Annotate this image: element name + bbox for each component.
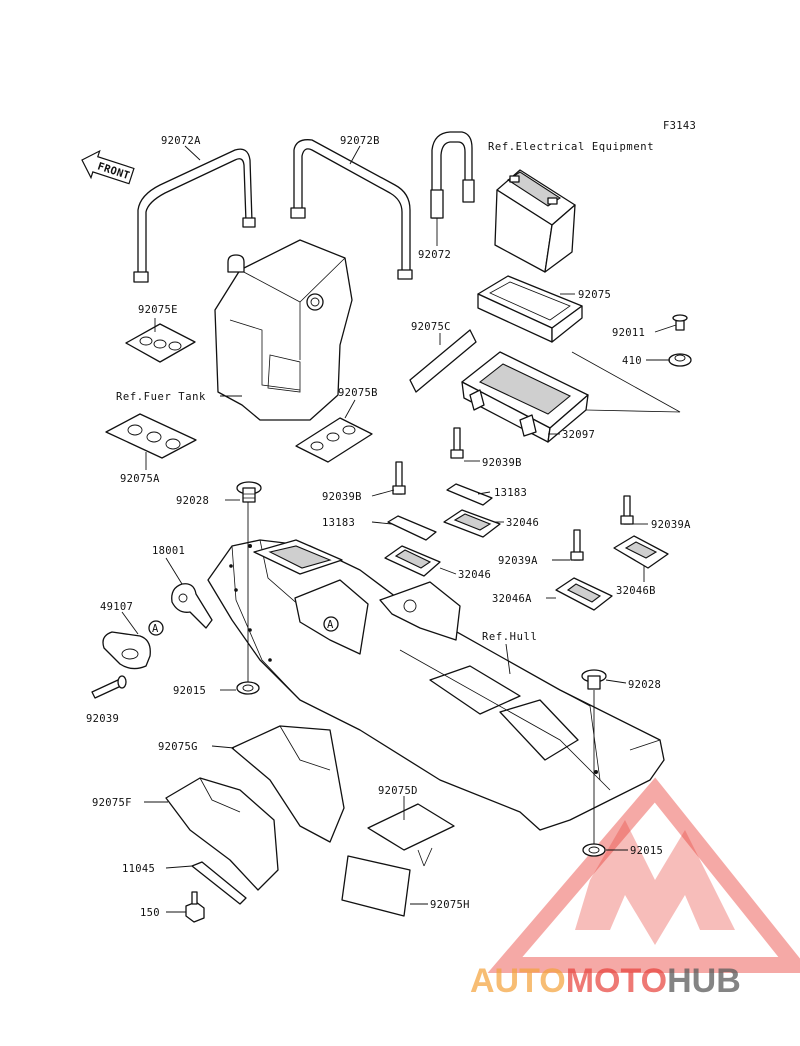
bolt-92039 bbox=[91, 675, 127, 699]
label-49107: 49107 bbox=[100, 601, 133, 613]
label-92075: 92075 bbox=[578, 289, 611, 301]
label-150: 150 bbox=[140, 907, 160, 919]
label-18001: 18001 bbox=[152, 545, 185, 557]
strap-92072a bbox=[133, 148, 256, 283]
watermark-triangle-icon bbox=[487, 777, 800, 973]
callout-a-1-label: A bbox=[152, 623, 159, 635]
svg-text:AUTOMOTOHUB: AUTOMOTOHUB bbox=[470, 962, 741, 1000]
nut-92015-1 bbox=[236, 681, 260, 695]
label-92075c: 92075C bbox=[411, 321, 451, 333]
label-32046b: 32046B bbox=[616, 585, 656, 597]
label-92075a: 92075A bbox=[120, 473, 160, 485]
label-92028-2: 92028 bbox=[628, 679, 661, 691]
watermark-text-auto: AUTO bbox=[470, 962, 566, 1000]
bolt-92039b-2 bbox=[392, 461, 406, 495]
bracket-32046b bbox=[613, 535, 669, 569]
watermark-inner-m-icon bbox=[575, 820, 735, 945]
callout-a-2-label: A bbox=[327, 619, 334, 631]
ref-electrical: Ref.Electrical Equipment bbox=[488, 141, 654, 153]
label-92039a-1: 92039A bbox=[651, 519, 691, 531]
pad-92075f bbox=[165, 777, 279, 891]
bracket-13183-1 bbox=[446, 483, 493, 506]
label-32046-2: 32046 bbox=[458, 569, 491, 581]
label-92039a-2: 92039A bbox=[498, 555, 538, 567]
bracket-32046-2 bbox=[384, 545, 441, 577]
label-92072b: 92072B bbox=[340, 135, 380, 147]
pad-92075a bbox=[105, 413, 197, 459]
bolt-92039a-1 bbox=[570, 529, 584, 561]
label-32097: 32097 bbox=[562, 429, 595, 441]
part-49107 bbox=[102, 631, 151, 670]
label-92039: 92039 bbox=[86, 713, 119, 725]
label-92075g: 92075G bbox=[158, 741, 198, 753]
label-92075f: 92075F bbox=[92, 797, 132, 809]
label-92028-1: 92028 bbox=[176, 495, 209, 507]
hull bbox=[207, 539, 665, 831]
bolt-92039b-1 bbox=[450, 427, 464, 459]
callout-a-2: A bbox=[323, 616, 339, 632]
callout-a-1: A bbox=[148, 620, 164, 636]
front-arrow-icon: FRONT bbox=[81, 149, 135, 185]
label-92075e: 92075E bbox=[138, 304, 178, 316]
label-92072a: 92072A bbox=[161, 135, 201, 147]
pad-92075d bbox=[367, 803, 455, 851]
battery-pad-92075 bbox=[477, 275, 583, 343]
ref-hull: Ref.Hull bbox=[482, 631, 537, 643]
fuel-tank bbox=[214, 239, 353, 421]
nut-92015-2 bbox=[582, 843, 606, 857]
label-92039b-2: 92039B bbox=[322, 491, 362, 503]
figure-code: F3143 bbox=[663, 120, 696, 132]
battery bbox=[494, 169, 576, 273]
label-13183-2: 13183 bbox=[322, 517, 355, 529]
label-92039b-1: 92039B bbox=[482, 457, 522, 469]
label-13183-1: 13183 bbox=[494, 487, 527, 499]
label-92075h: 92075H bbox=[430, 899, 470, 911]
bracket-32046a bbox=[555, 577, 613, 611]
watermark-text-hub: HUB bbox=[667, 962, 741, 1000]
strap-92072b bbox=[290, 139, 413, 280]
pad-92075e bbox=[125, 323, 196, 363]
bracket-32046-1 bbox=[443, 509, 501, 538]
screw-92011 bbox=[672, 314, 688, 331]
pad-92075b bbox=[295, 417, 373, 463]
plug-92028-1 bbox=[236, 481, 262, 503]
label-92072: 92072 bbox=[418, 249, 451, 261]
pad-92075c bbox=[409, 329, 477, 393]
pad-92075g bbox=[231, 725, 345, 843]
ref-fuel-tank: Ref.Fuer Tank bbox=[116, 391, 206, 403]
leader-lines bbox=[121, 145, 681, 913]
label-92011: 92011 bbox=[612, 327, 645, 339]
bolt-150 bbox=[185, 891, 205, 923]
bracket-13183-2 bbox=[387, 515, 437, 541]
pad-92075h bbox=[341, 855, 411, 917]
label-92075d: 92075D bbox=[378, 785, 418, 797]
label-32046-1: 32046 bbox=[506, 517, 539, 529]
strap-92072 bbox=[430, 131, 475, 219]
part-18001 bbox=[171, 583, 213, 629]
label-92075b: 92075B bbox=[338, 387, 378, 399]
bracket-11045 bbox=[191, 861, 247, 905]
battery-tray-32097 bbox=[461, 351, 589, 443]
label-410: 410 bbox=[622, 355, 642, 367]
bolt-92039a-2 bbox=[620, 495, 634, 525]
label-11045: 11045 bbox=[122, 863, 155, 875]
watermark-logo: AUTOMOTOHUB bbox=[470, 777, 800, 1000]
grommet-410 bbox=[668, 353, 692, 367]
label-32046a: 32046A bbox=[492, 593, 532, 605]
plug-92028-2 bbox=[581, 669, 607, 690]
label-92015-1: 92015 bbox=[173, 685, 206, 697]
label-92015-2: 92015 bbox=[630, 845, 663, 857]
watermark-text-moto: MOTO bbox=[566, 962, 667, 1000]
